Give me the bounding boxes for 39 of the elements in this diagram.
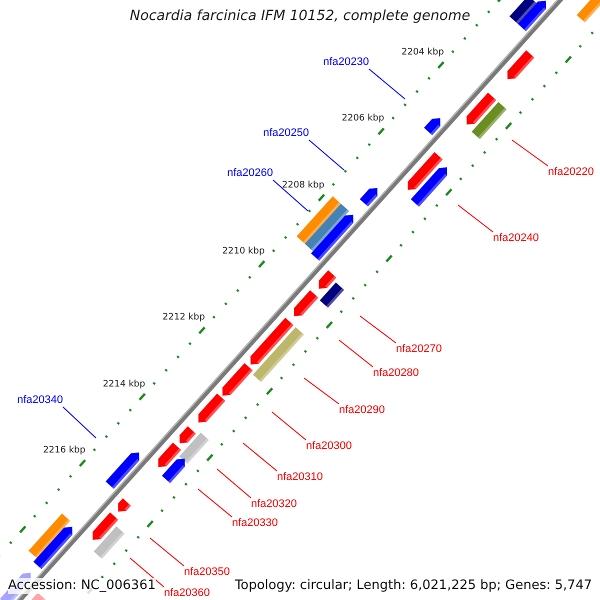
gene-label: nfa20270 bbox=[396, 343, 442, 356]
gene-label: nfa20310 bbox=[277, 471, 323, 484]
gene-label: nfa20250 bbox=[263, 127, 309, 140]
leader-line bbox=[368, 68, 406, 100]
gene-label: nfa20360 bbox=[164, 587, 210, 600]
leader-line bbox=[458, 204, 494, 232]
scale-label: 2210 kbp bbox=[222, 246, 265, 258]
leader-line bbox=[304, 378, 340, 404]
genome-info-text: Topology: circular; Length: 6,021,225 bp; Genes: 5,747 bbox=[234, 578, 592, 594]
leader-line bbox=[150, 538, 184, 566]
scale-label: 2212 kbp bbox=[162, 312, 205, 324]
leader-line bbox=[272, 180, 308, 212]
leader-line bbox=[130, 558, 164, 588]
leader-line bbox=[308, 140, 344, 170]
leader-line bbox=[512, 140, 548, 166]
leader-line bbox=[360, 316, 396, 344]
scale-label: 2208 kbp bbox=[282, 180, 324, 192]
leader-line bbox=[62, 406, 96, 438]
gene-label: nfa20320 bbox=[251, 498, 297, 511]
gene-label: nfa20260 bbox=[227, 167, 273, 180]
leader-line bbox=[242, 442, 278, 472]
gene-label: nfa20280 bbox=[373, 367, 419, 380]
leader-line bbox=[338, 340, 374, 368]
scale-label: 2214 kbp bbox=[102, 379, 146, 390]
leader-line bbox=[198, 488, 232, 518]
title: Nocardia farcinica IFM 10152, complete genome bbox=[130, 8, 470, 24]
gene-label: nfa20240 bbox=[493, 232, 539, 245]
gene-label: nfa20350 bbox=[184, 566, 230, 579]
leader-line bbox=[272, 412, 306, 440]
gene-label: nfa20290 bbox=[339, 404, 385, 417]
gene-label: nfa20220 bbox=[548, 166, 594, 179]
gene-label: nfa20330 bbox=[232, 517, 278, 530]
scale-label: 2216 kbp bbox=[43, 446, 86, 457]
gene-label: nfa20230 bbox=[323, 56, 369, 69]
scale-label: 2206 kbp bbox=[342, 114, 384, 125]
gene-label: nfa20340 bbox=[17, 394, 63, 407]
gene-label: nfa20300 bbox=[306, 440, 352, 453]
scale-label: 2204 kbp bbox=[402, 47, 444, 58]
leader-line bbox=[216, 468, 252, 498]
